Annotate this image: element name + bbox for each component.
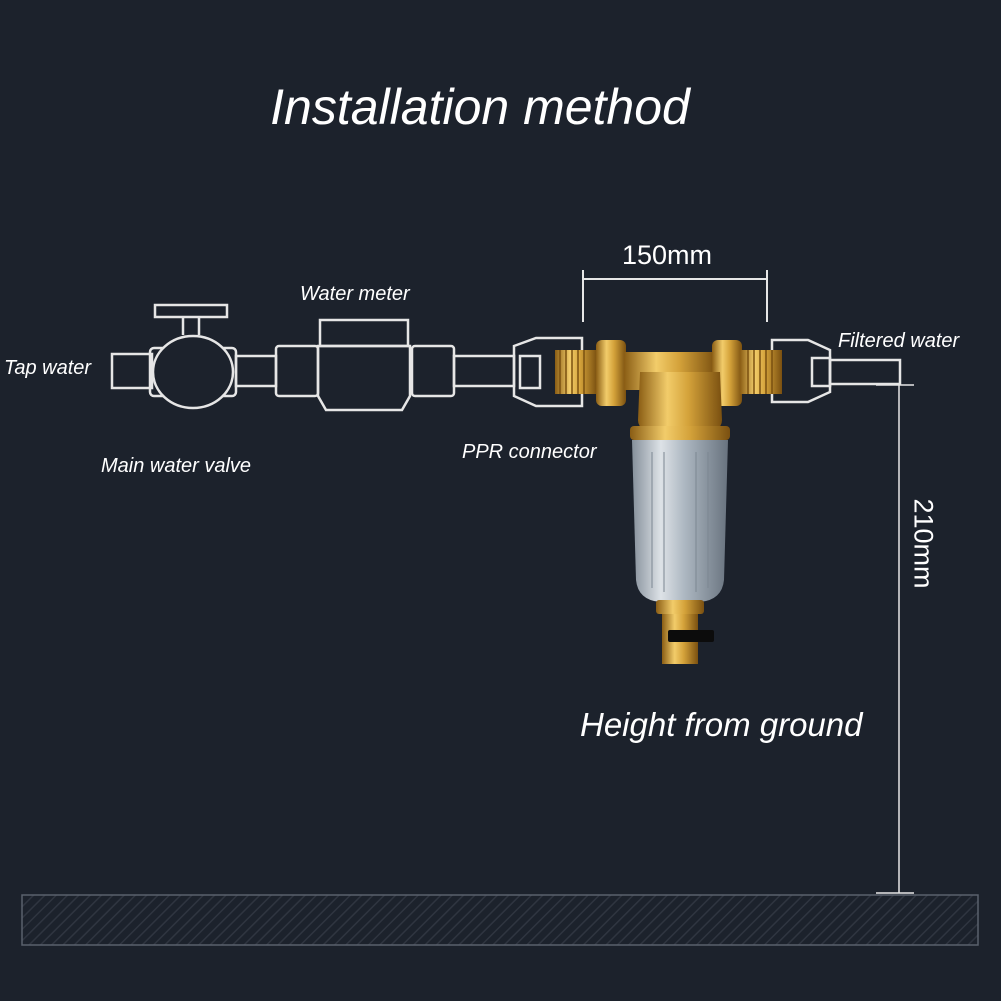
tap-water-label: Tap water — [4, 357, 92, 379]
pipe-line — [110, 336, 902, 408]
height-dimension-line — [876, 384, 914, 894]
height-from-ground-label: Height from ground — [580, 706, 863, 743]
ppr-connector-label: PPR connector — [462, 441, 597, 463]
water-meter-label: Water meter — [300, 283, 410, 305]
main-valve-label: Main water valve — [101, 455, 252, 477]
water-meter-icon — [316, 318, 412, 412]
page-title: Installation method — [270, 79, 690, 135]
height-dimension-label: 210mm — [908, 498, 939, 589]
filter-icon — [555, 340, 782, 664]
width-dimension-label: 150mm — [622, 240, 713, 270]
valve-icon — [148, 303, 238, 410]
ground — [21, 894, 979, 946]
width-dimension-line — [582, 270, 768, 322]
filtered-water-label: Filtered water — [838, 330, 960, 352]
